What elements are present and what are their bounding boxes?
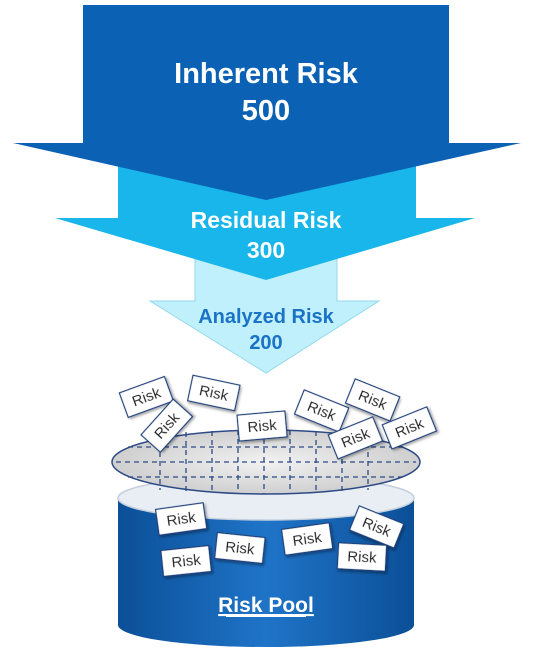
- risk-card: Risk: [154, 502, 208, 536]
- risk-card-label: Risk: [171, 551, 202, 571]
- risk-card: Risk: [327, 416, 384, 460]
- analyzed-risk-arrow-shape: [148, 251, 381, 374]
- risk-cards-pool: Risk Risk Risk Risk Risk Risk: [154, 502, 405, 578]
- inherent-risk-value: 500: [242, 95, 290, 127]
- risk-pool-body: [118, 498, 414, 647]
- analyzed-risk-value: 200: [249, 332, 282, 354]
- residual-risk-label: Residual Risk: [191, 207, 342, 233]
- risk-card-label: Risk: [198, 382, 231, 405]
- inherent-risk-arrow: Inherent Risk 500: [13, 5, 521, 200]
- risk-card-label: Risk: [224, 539, 255, 559]
- analyzed-risk-arrow: Analyzed Risk 200: [148, 251, 381, 374]
- analyzed-risk-label: Analyzed Risk: [198, 306, 334, 328]
- residual-risk-arrow-shape: [55, 160, 475, 280]
- risk-card-label: Risk: [247, 417, 278, 437]
- risk-pool-label: Risk Pool: [218, 594, 314, 617]
- risk-cards-filtered: Risk Risk Risk Risk Risk Risk Risk Risk: [118, 374, 438, 460]
- risk-card: Risk: [348, 505, 405, 549]
- risk-card: Risk: [336, 542, 388, 572]
- risk-card: Risk: [118, 375, 175, 419]
- risk-card-label: Risk: [292, 529, 324, 550]
- risk-card: Risk: [293, 389, 350, 433]
- risk-card: Risk: [381, 406, 438, 450]
- risk-card: Risk: [160, 544, 212, 578]
- residual-risk-arrow: Residual Risk 300: [55, 160, 475, 280]
- risk-card: Risk: [214, 531, 266, 565]
- inherent-risk-arrow-shape: [13, 5, 521, 200]
- inherent-risk-label: Inherent Risk: [174, 58, 359, 90]
- sieve-grid: [116, 430, 416, 494]
- risk-card-label: Risk: [166, 509, 198, 530]
- risk-card: Risk: [236, 410, 288, 442]
- risk-card: Risk: [344, 378, 401, 422]
- risk-card: Risk: [186, 374, 241, 412]
- residual-risk-value: 300: [247, 237, 285, 263]
- risk-card-label: Risk: [347, 548, 378, 567]
- risk-card: Risk: [280, 522, 334, 556]
